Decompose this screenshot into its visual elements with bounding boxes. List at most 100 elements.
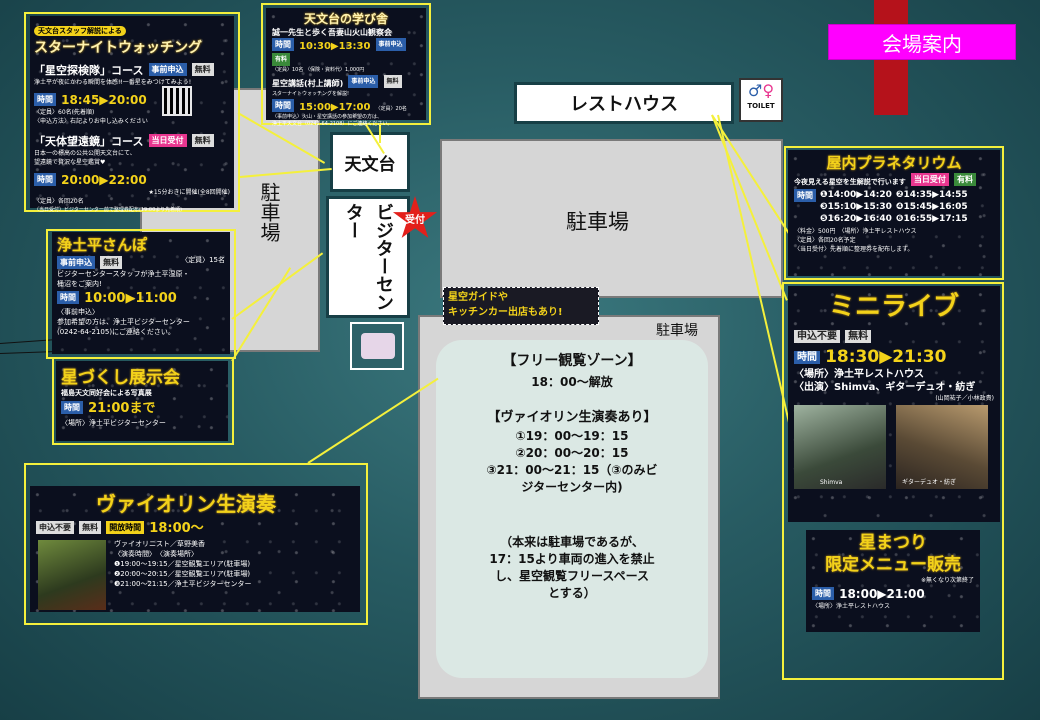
manabi-tag: 無料 — [383, 75, 402, 88]
free-zone-title: 【フリー観覧ゾーン】 — [502, 353, 642, 369]
manabi-tag: 事前申込 — [348, 75, 379, 88]
time-tag: 時間 — [794, 189, 816, 202]
visitor-center: ビジターセンター — [326, 196, 410, 318]
violin-open: 18:00〜 — [149, 521, 204, 536]
violin-row: ❶19:00〜19:15／星空観覧エリア(駐車場) — [114, 560, 251, 568]
planetarium-title: 屋内プラネタリウム — [826, 154, 962, 172]
hoshi-card: 星づくし展示会 福島天文同好会による写真展 時間 21:00まで 〈場所〉浄土平… — [56, 361, 228, 441]
sanpo-apply: 参加希望の方は、浄土平ビジターセンター — [57, 318, 190, 326]
course1-caption: 〈定員〉60名(先着順) — [34, 109, 95, 116]
free-zone-note: し、星空観覧フリースペース — [495, 569, 649, 583]
toilet-sign: ♂♀ TOILET — [739, 78, 783, 122]
parking-top — [440, 139, 783, 298]
sanpo-title: 浄土平さんぽ — [57, 236, 148, 254]
violin-tag: 申込不要 — [36, 521, 74, 534]
qr-code-icon[interactable] — [162, 86, 192, 116]
planetarium-caption: 〈定員〉各回20名予定 — [794, 237, 856, 244]
course1-title: 「星空探検隊」コース — [34, 64, 144, 77]
free-zone-slot: ①19：00〜19：15 — [515, 429, 629, 443]
visitor-center-label: ビジターセンター — [343, 203, 394, 311]
sanpo-tag: 無料 — [100, 256, 123, 269]
sanpo-tag: 事前申込 — [57, 256, 95, 269]
violin-card: ヴァイオリン生演奏 申込不要 無料 開放時間 18:00〜 ヴァイオリニスト／草… — [30, 486, 360, 612]
planetarium-slot: ❺16:20▶16:40 — [820, 214, 892, 224]
planetarium-desc: 今夜見える星空を生解説で行います — [794, 178, 906, 186]
manabi-caption: 〈定員〉10名 〈保険・資料代〉1,000円 — [272, 67, 365, 73]
menu-title: 限定メニュー販売 — [825, 555, 961, 575]
time-tag: 時間 — [812, 587, 834, 600]
sanpo-capacity: 〈定員〉15名 — [181, 256, 225, 264]
minilive-performers: 〈出演〉Shimva、ギターデュオ・紡ぎ — [794, 382, 976, 393]
planetarium-tag: 有料 — [953, 173, 976, 186]
venue-guide-button[interactable]: 会場案内 — [828, 24, 1016, 60]
manabi-caption: 〈事前申込〉火山・星空講話の参加希望の方は、 — [272, 114, 383, 120]
free-zone: 【フリー観覧ゾーン】 18：00〜解放 【ヴァイオリン生演奏あり】 ①19：00… — [436, 340, 708, 678]
guitar-duo-photo: ギターデュオ・紡ぎ — [896, 405, 988, 489]
free-zone-violin-header: 【ヴァイオリン生演奏あり】 — [487, 410, 657, 425]
small-building-inner — [361, 333, 395, 359]
time-tag: 時間 — [794, 351, 820, 364]
starnight-frame — [24, 12, 240, 212]
starnight-title: スターナイトウォッチング — [34, 40, 202, 56]
sanpo-apply: 〈事前申込〉 — [57, 308, 99, 316]
parking-left-label: 駐車場 — [257, 182, 281, 242]
minilive-frame — [782, 282, 1004, 680]
parking-top-label: 駐車場 — [566, 210, 629, 234]
course2-title: 「天体望遠鏡」コース — [34, 135, 144, 148]
menu-time: 18:00▶21:00 — [839, 587, 925, 601]
minilive-tag: 申込不要 — [794, 330, 840, 343]
toilet-label: TOILET — [747, 102, 775, 110]
planetarium-slot: ❻16:55▶17:15 — [895, 214, 968, 224]
time-tag: 時間 — [272, 38, 294, 51]
minilive-time: 18:30▶21:30 — [825, 347, 947, 367]
course2-time: 20:00▶22:00 — [61, 173, 147, 187]
hoshi-time: 21:00まで — [88, 401, 156, 416]
course1-caption: 〈申込方法〉右記よりお申し込みください — [34, 118, 148, 125]
time-tag: 時間 — [57, 291, 79, 304]
violinist-photo — [38, 540, 106, 610]
reception-label: 受付 — [405, 215, 425, 226]
course2-tag: 無料 — [191, 134, 214, 147]
parking-free-label: 駐車場 — [656, 323, 698, 339]
venue-guide-label: 会場案内 — [882, 31, 962, 56]
violin-tag: 開放時間 — [106, 521, 145, 534]
manabi-lecture-note: スターナイトウォッチングを解説! — [272, 91, 350, 97]
sanpo-apply: (0242-64-2105)にご連絡ください。 — [57, 328, 175, 336]
menu-place: 〈場所〉浄土平レストハウス — [812, 603, 891, 610]
sanpo-desc: ビジターセンタースタッフが浄土平湿原・ — [57, 270, 190, 278]
planetarium-slot: ❹15:45▶16:05 — [895, 202, 968, 212]
photo-caption: ギターデュオ・紡ぎ — [902, 479, 957, 486]
hoshi-frame — [52, 357, 234, 445]
manabi-card: 天文台の学び舎 誠一先生と歩く吾妻山火山観察会 時間 10:30▶13:30 事… — [266, 8, 426, 127]
time-tag: 時間 — [34, 93, 56, 106]
free-zone-slot: ②20：00〜20：15 — [515, 446, 629, 460]
starnight-kicker: 天文台スタッフ解説による — [34, 26, 126, 36]
toilet-icon: ♂♀ — [747, 81, 775, 100]
violin-head: 〈演奏時間〉 — [114, 550, 153, 558]
manabi-lecture: 星空講話(村上講師) — [272, 79, 344, 88]
course1-desc: 浄土平が夜にかわる瞬間を体感!!一番星をみつけてみよう! — [34, 79, 192, 86]
planetarium-caption: 〈当日受付〉先着順に整理券を配布します。 — [794, 246, 914, 253]
course1-tag: 無料 — [191, 63, 214, 76]
rest-house-label: レストハウス — [570, 94, 678, 115]
minilive-title: ミニライブ — [828, 292, 959, 322]
menu-note: ※無くなり次第終了 — [920, 577, 974, 584]
planetarium-tag: 当日受付 — [910, 173, 949, 186]
planetarium-card: 屋内プラネタリウム 今夜見える星空を生解説で行います 当日受付 有料 時間 ❶1… — [788, 150, 1000, 276]
time-tag: 時間 — [272, 99, 294, 112]
sanpo-card: 浄土平さんぽ 事前申込 無料 〈定員〉15名 ビジターセンタースタッフが浄土平湿… — [52, 232, 230, 354]
menu-card: 星まつり 限定メニュー販売 ※無くなり次第終了 時間 18:00▶21:00 〈… — [806, 530, 980, 632]
violin-performer: ヴァイオリニスト／草野美香 — [114, 540, 205, 548]
rest-house: レストハウス — [514, 82, 734, 124]
manabi-frame — [261, 3, 431, 125]
planetarium-slot: ❶14:00▶14:20 — [820, 190, 892, 200]
planetarium-caption: 〈料金〉500円 〈場所〉浄土平レストハウス — [794, 228, 917, 235]
observatory: 天文台 — [330, 132, 410, 192]
guide-banner-line: キッチンカー出店もあり! — [448, 307, 563, 318]
free-zone-note: とする） — [548, 586, 596, 600]
course2-desc: 望遠鏡で贅沢な星空鑑賞♥ — [34, 159, 106, 166]
minilive-names: (山岡祐子／小林政貴) — [935, 395, 994, 402]
hoshi-sub: 福島天文同好会による写真展 — [61, 389, 152, 397]
manabi-title: 天文台の学び舎 — [303, 12, 388, 26]
free-zone-open: 18：00〜解放 — [531, 375, 613, 389]
